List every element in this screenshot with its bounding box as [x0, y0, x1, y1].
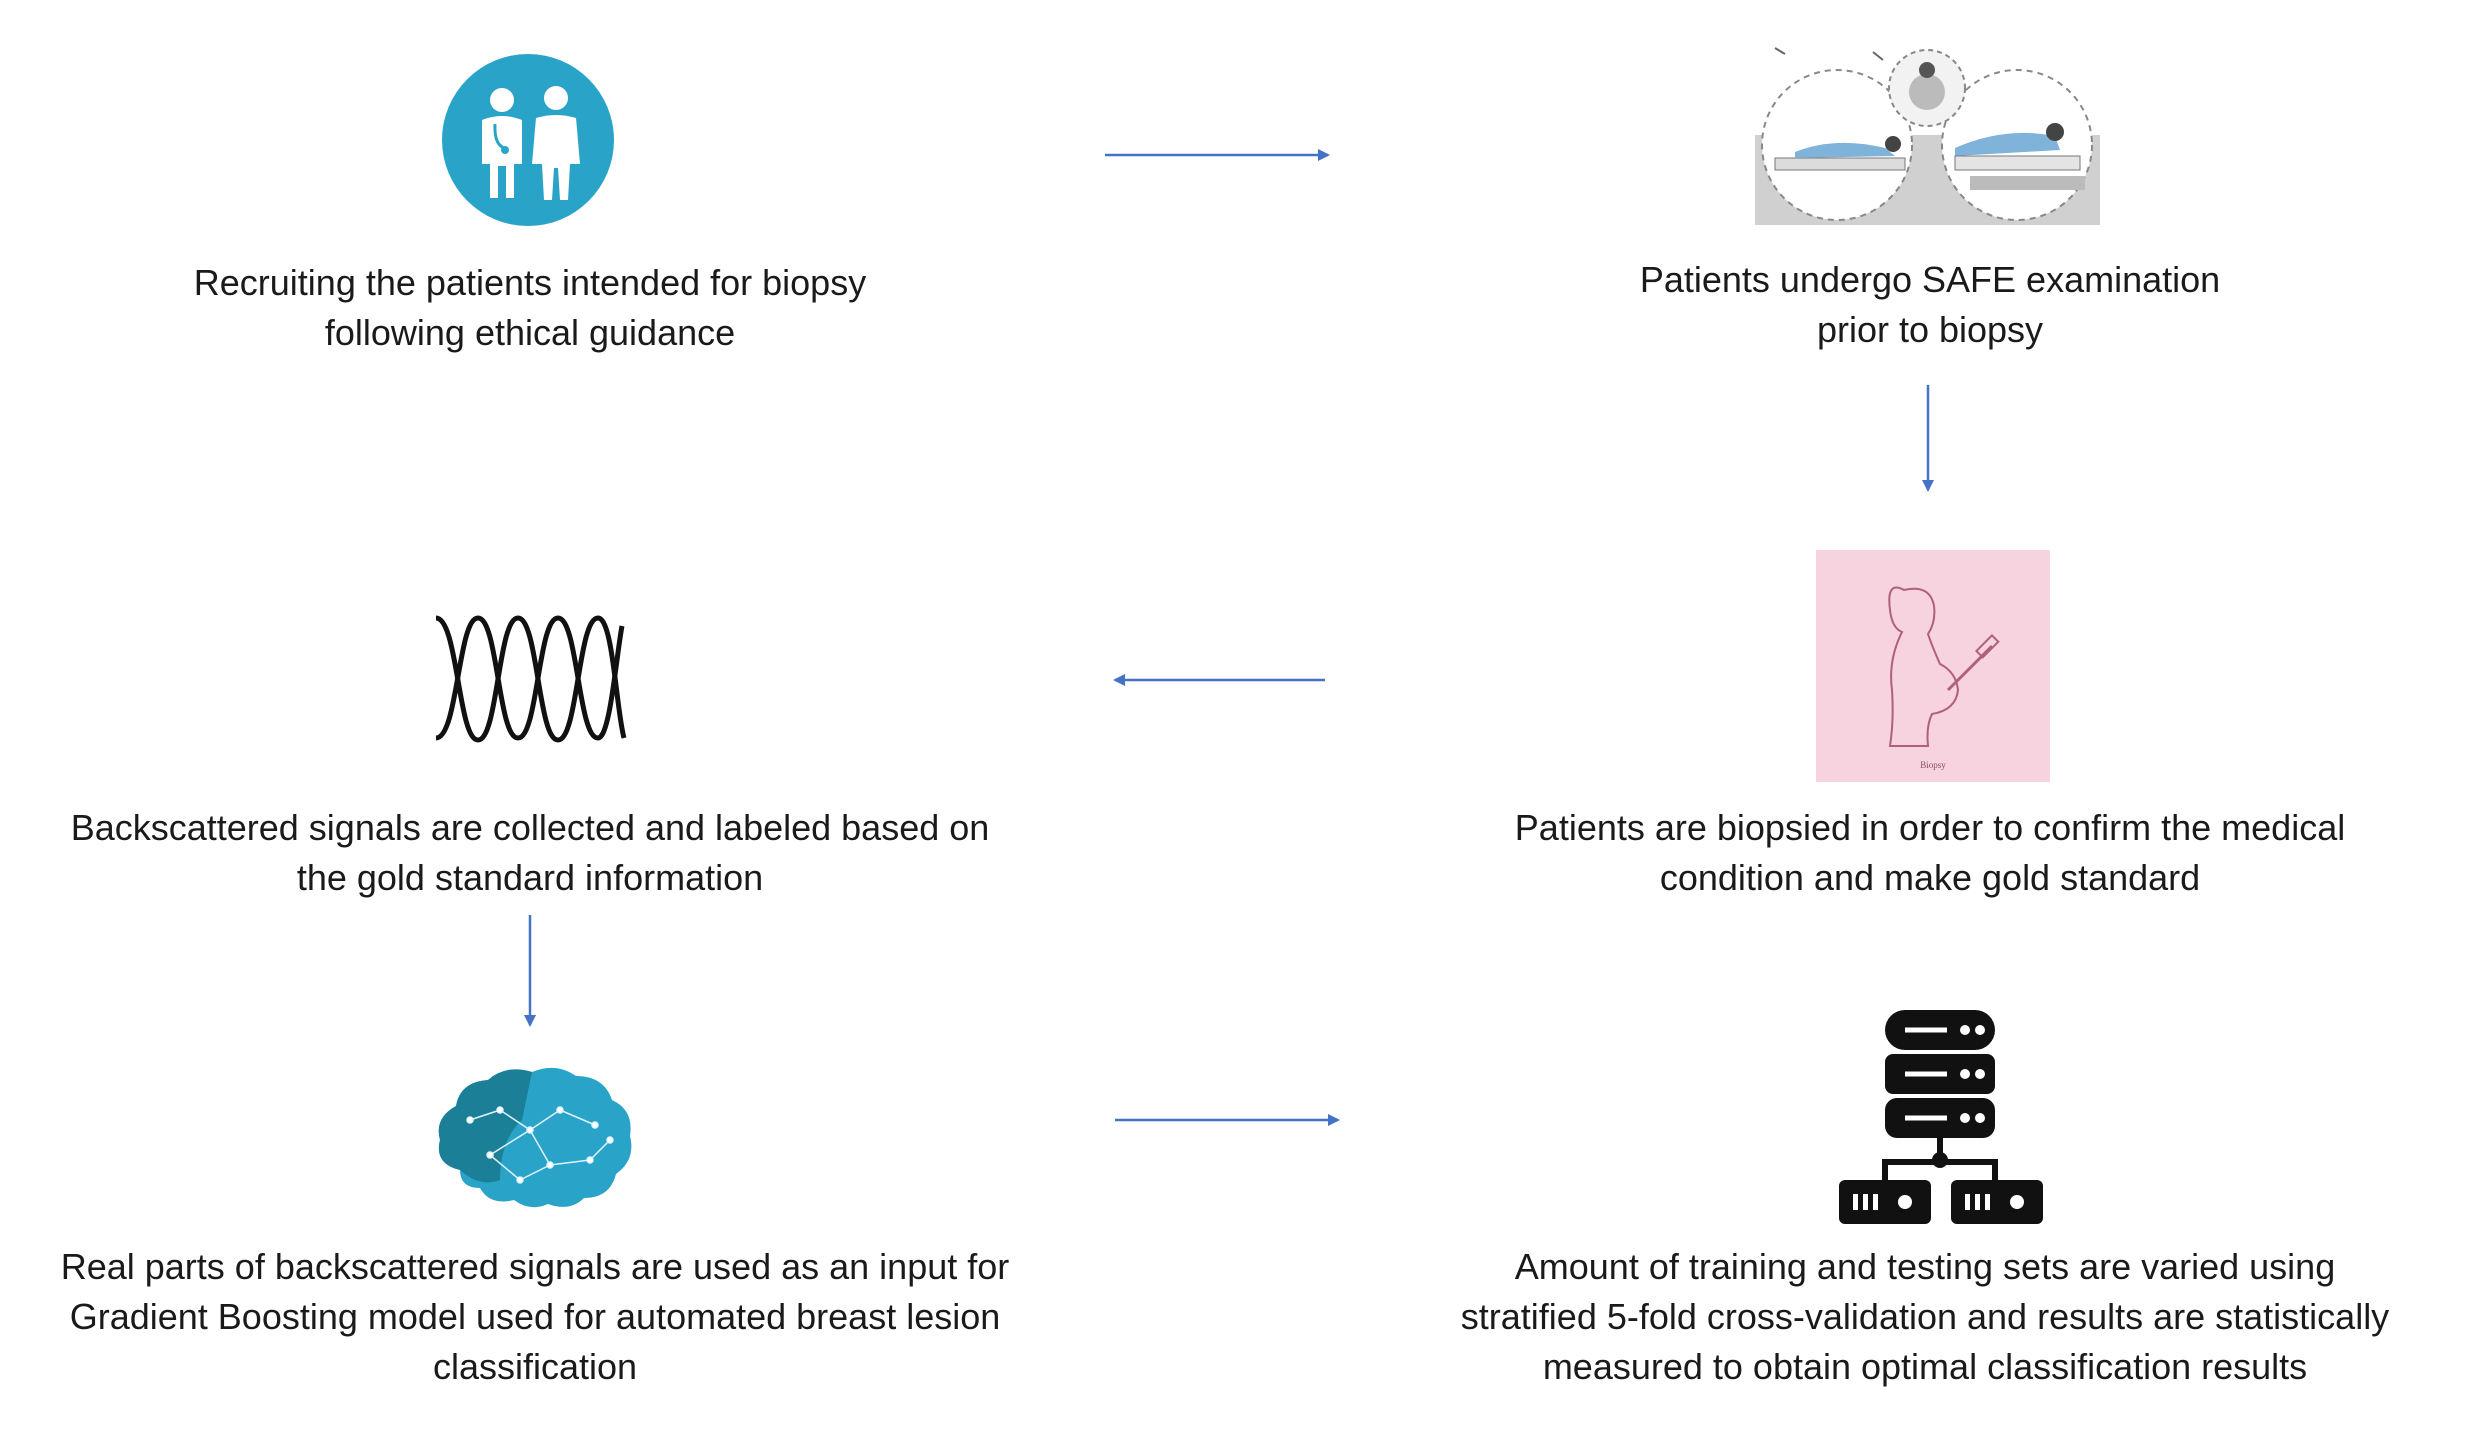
- step-5-line-1: Real parts of backscattered signals are …: [60, 1246, 1010, 1287]
- step-4-line-2: the gold standard information: [296, 857, 764, 898]
- step-6-line-1: Amount of training and testing sets are …: [1514, 1246, 2336, 1287]
- step-3-line-1: Patients are biopsied in order to confir…: [1514, 807, 2346, 848]
- step-6-line-2: stratified 5-fold cross-validation and r…: [1460, 1296, 2390, 1337]
- step-5-text: Real parts of backscattered signals are …: [10, 1242, 1060, 1392]
- database-server-icon: [1839, 1010, 2043, 1224]
- step-1-line-2: following ethical guidance: [324, 312, 736, 353]
- step-5-line-2: Gradient Boosting model used for automat…: [69, 1296, 1001, 1337]
- step-3-line-2: condition and make gold standard: [1659, 857, 2201, 898]
- step-5-line-3: classification: [432, 1346, 638, 1387]
- step-4-text: Backscattered signals are collected and …: [20, 803, 1040, 903]
- step-6-text: Amount of training and testing sets are …: [1395, 1242, 2455, 1392]
- step-6-line-3: measured to obtain optimal classificatio…: [1542, 1346, 2308, 1387]
- scanner-exam-icon: [1755, 47, 2100, 225]
- doctor-patient-icon: [442, 54, 614, 226]
- step-3-text: Patients are biopsied in order to confir…: [1410, 803, 2450, 903]
- step-2-line-2: prior to biopsy: [1816, 309, 2044, 350]
- brain-network-icon: [438, 1067, 632, 1208]
- step-2-text: Patients undergo SAFE examination prior …: [1460, 255, 2400, 355]
- step-1-text: Recruiting the patients intended for bio…: [60, 258, 1000, 358]
- step-2-line-1: Patients undergo SAFE examination: [1639, 259, 2221, 300]
- step-1-line-1: Recruiting the patients intended for bio…: [193, 262, 867, 303]
- step-4-line-1: Backscattered signals are collected and …: [70, 807, 990, 848]
- biopsy-caption: Biopsy: [1920, 760, 1946, 770]
- signal-wave-icon: [435, 615, 627, 743]
- biopsy-icon: Biopsy: [1816, 550, 2050, 782]
